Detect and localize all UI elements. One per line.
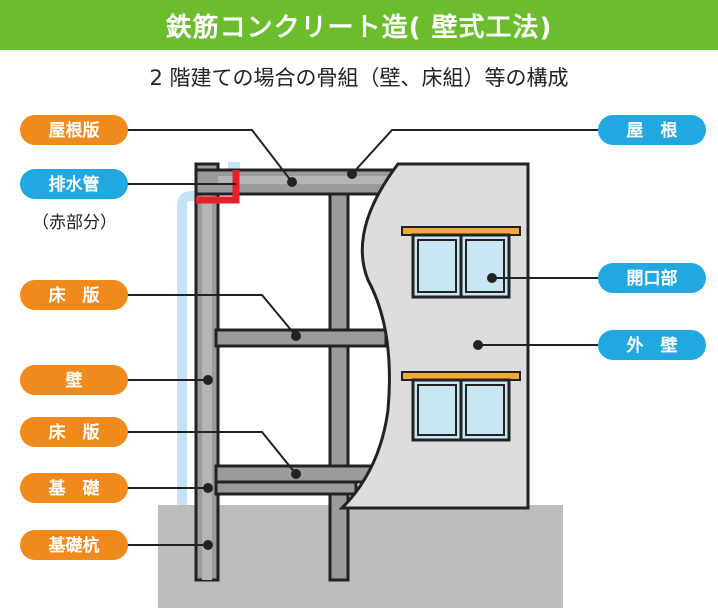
ground [158, 505, 563, 608]
diagram-subtitle: 2 階建ての場合の骨組（壁、床組）等の構成 [149, 66, 569, 90]
foundation-beam [214, 480, 358, 496]
label-roof: 屋 根 [598, 115, 706, 145]
label-exterior-wall-text: 外 壁 [627, 335, 678, 356]
red-drain-pipe [196, 170, 240, 204]
label-roof-text: 屋 根 [627, 120, 678, 141]
middle-column [328, 176, 350, 582]
label-foundation-pile: 基礎杭 [20, 530, 128, 560]
label-wall-text: 壁 [66, 370, 83, 391]
label-opening: 開口部 [598, 263, 706, 293]
label-roof-slab-text: 屋根版 [49, 120, 100, 141]
leader-lines [120, 129, 598, 546]
label-opening-text: 開口部 [627, 268, 678, 289]
rain-pipe [177, 191, 200, 505]
label-drain-pipe: 排水管 [20, 169, 128, 199]
label-floor-slab-2-text: 床 版 [49, 285, 100, 306]
label-foundation: 基 礎 [20, 473, 128, 503]
leader-dots [203, 169, 497, 550]
label-foundation-text: 基 礎 [48, 478, 101, 499]
label-floor-slab-1-text: 床 版 [49, 422, 100, 443]
label-exterior-wall: 外 壁 [598, 330, 706, 360]
floor-slab-2-beam [214, 328, 388, 348]
title-bar: 鉄筋コンクリート造( 壁式工法) [0, 0, 718, 50]
label-roof-slab: 屋根版 [20, 115, 128, 145]
label-floor-slab-2: 床 版 [20, 280, 128, 310]
page-title: 鉄筋コンクリート造( 壁式工法) [165, 12, 553, 43]
drain-pipe-note: （赤部分） [32, 213, 117, 233]
label-wall: 壁 [20, 365, 128, 395]
label-floor-slab-1: 床 版 [20, 417, 128, 447]
label-drain-pipe-text: 排水管 [49, 174, 100, 195]
label-foundation-pile-text: 基礎杭 [48, 535, 100, 556]
